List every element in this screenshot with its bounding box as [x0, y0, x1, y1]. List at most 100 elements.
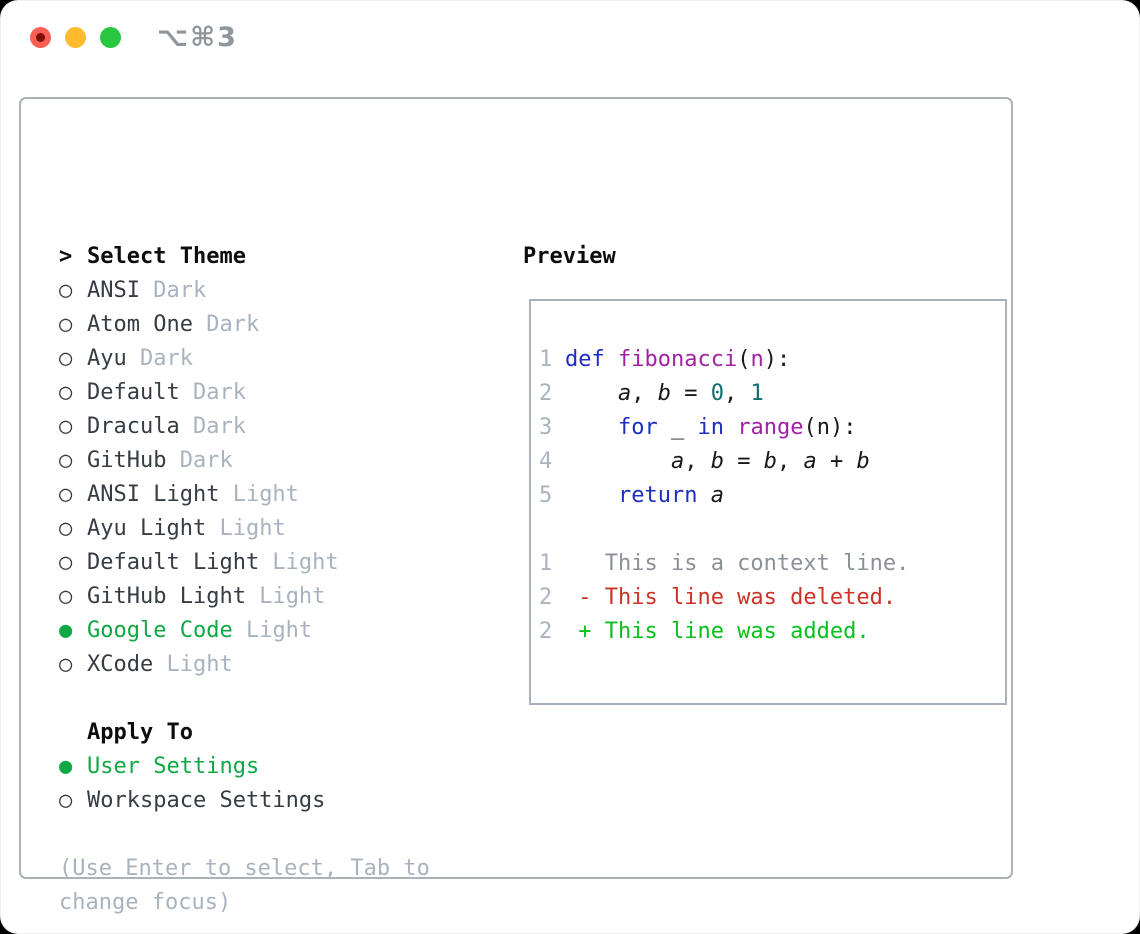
theme-name: Default Light	[87, 550, 260, 575]
theme-variant: Light	[245, 584, 326, 609]
code-token: a	[803, 449, 817, 474]
theme-item[interactable]: ○XCode Light	[59, 648, 499, 682]
radio-unselected-icon: ○	[59, 482, 73, 507]
code-token: (n):	[803, 415, 857, 440]
radio-unselected-icon: ○	[59, 788, 73, 813]
theme-item[interactable]: ○ GitHub Light Light	[59, 580, 499, 614]
code-token	[724, 415, 737, 440]
line-number: 4	[539, 449, 553, 474]
theme-name: Atom One	[87, 312, 193, 337]
radio-unselected-icon: ○	[59, 380, 73, 405]
theme-variant: Dark	[179, 380, 246, 405]
theme-name: Ayu Light	[87, 516, 207, 541]
apply-to-option[interactable]: ●User Settings	[59, 750, 499, 784]
line-number: 1	[539, 347, 553, 372]
theme-item[interactable]: ● Google Code Light	[59, 614, 499, 648]
theme-item[interactable]: ○Dracula Dark	[59, 410, 499, 444]
code-token: range	[737, 415, 804, 440]
spacer	[59, 682, 499, 716]
radio-unselected-icon: ○	[59, 312, 73, 337]
code-token	[565, 381, 618, 406]
code-line: 2 a, b = 0, 1	[539, 377, 1005, 411]
theme-item[interactable]: ○ ANSI Light Light	[59, 478, 499, 512]
code-token	[565, 415, 618, 440]
theme-item[interactable]: ○ Ayu Light Light	[59, 512, 499, 546]
diff-text: + This line was added.	[565, 619, 870, 644]
theme-name: Ayu	[87, 346, 127, 371]
theme-item[interactable]: ○ GitHub Dark	[59, 444, 499, 478]
line-number: 2	[539, 381, 553, 406]
code-token: n	[750, 347, 764, 372]
code-line: 4 a, b = b, a + b	[539, 445, 1005, 479]
code-token: ,	[631, 381, 658, 406]
theme-variant: Light	[206, 516, 286, 541]
code-token: a	[617, 381, 632, 406]
hint-line-2: change focus)	[59, 890, 232, 915]
code-line: 5 return a	[539, 479, 1005, 513]
theme-variant: Light	[232, 618, 313, 643]
focus-caret-icon: >	[59, 244, 73, 269]
theme-item[interactable]: ○ Default Light Light	[59, 546, 499, 580]
zoom-button[interactable]	[100, 26, 121, 48]
radio-selected-icon: ●	[59, 618, 73, 643]
radio-unselected-icon: ○	[59, 584, 73, 609]
code-token: =	[670, 381, 711, 406]
theme-variant: Dark	[166, 448, 233, 473]
radio-unselected-icon: ○	[59, 448, 73, 473]
radio-unselected-icon: ○	[59, 550, 73, 575]
theme-list: >Select Theme ○ANSI Dark○Atom One Dark○A…	[59, 240, 499, 920]
window-title: ⌥⌘3	[157, 21, 238, 53]
code-token	[697, 483, 710, 508]
minimize-button[interactable]	[65, 26, 86, 48]
line-number: 2	[539, 585, 553, 610]
theme-variant: Light	[153, 652, 233, 677]
apply-to-header: Apply To	[87, 720, 193, 745]
radio-unselected-icon: ○	[59, 516, 73, 541]
diff-text: - This line was deleted.	[565, 585, 897, 610]
titlebar: ⌥⌘3	[0, 0, 1140, 74]
code-token: 0	[710, 381, 724, 406]
code-token	[565, 483, 618, 508]
hint-line-1: (Use Enter to select, Tab to	[59, 856, 430, 881]
close-button[interactable]	[30, 26, 51, 48]
diff-line-context: 1 This is a context line.	[539, 547, 1005, 581]
theme-name: Google Code	[87, 618, 233, 643]
select-theme-header: > Select Theme	[59, 240, 499, 274]
select-theme-label: Select Theme	[87, 244, 246, 269]
theme-item[interactable]: ○Atom One Dark	[59, 308, 499, 342]
theme-variant: Light	[259, 550, 339, 575]
radio-unselected-icon: ○	[59, 652, 73, 677]
theme-name: GitHub Light	[87, 584, 246, 609]
code-token: b	[763, 449, 777, 474]
preview-header: Preview	[523, 244, 616, 269]
theme-name: ANSI Light	[87, 482, 220, 507]
line-number: 2	[539, 619, 553, 644]
code-token: 1	[750, 381, 764, 406]
theme-variant: Light	[219, 482, 299, 507]
radio-unselected-icon: ○	[59, 414, 73, 439]
theme-item[interactable]: ○ANSI Dark	[59, 274, 499, 308]
code-token: b	[856, 449, 870, 474]
code-token: b	[710, 449, 724, 474]
line-number: 1	[539, 551, 553, 576]
line-number: 5	[539, 483, 553, 508]
code-token: a	[710, 483, 724, 508]
code-token: =	[723, 449, 764, 474]
code-token: a	[670, 449, 685, 474]
code-token: fibonacci	[618, 347, 738, 372]
radio-unselected-icon: ○	[59, 278, 73, 303]
code-token: in	[697, 415, 724, 440]
theme-item[interactable]: ○Ayu Dark	[59, 342, 499, 376]
blank-line	[539, 513, 1005, 547]
apply-to-option[interactable]: ○Workspace Settings	[59, 784, 499, 818]
theme-item[interactable]: ○ Default Dark	[59, 376, 499, 410]
theme-name: GitHub	[87, 448, 167, 473]
code-token: return	[617, 483, 698, 508]
code-token: ,	[776, 449, 804, 474]
code-token	[605, 347, 618, 372]
code-token: +	[816, 449, 857, 474]
theme-name: Default	[87, 380, 180, 405]
theme-picker-panel: >Select Theme ○ANSI Dark○Atom One Dark○A…	[19, 97, 1013, 915]
